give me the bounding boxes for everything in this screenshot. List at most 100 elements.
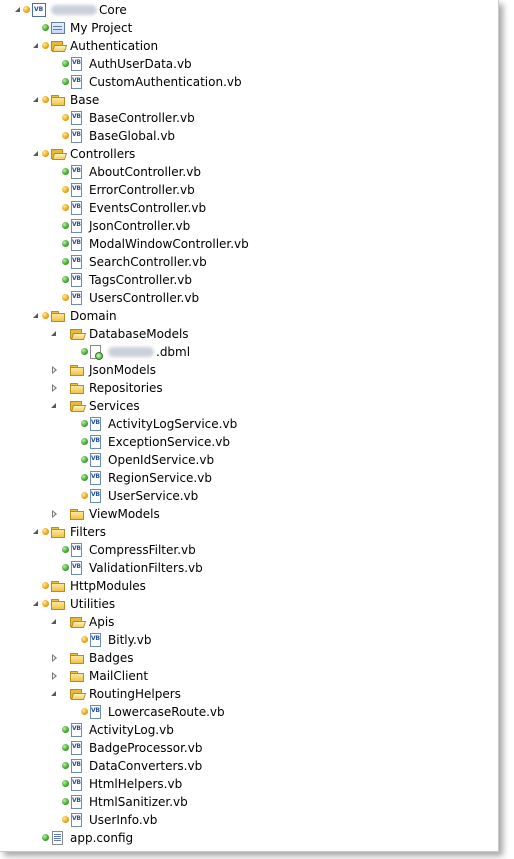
tree-item-label: Domain xyxy=(70,309,117,323)
tree-item[interactable]: TagsController.vb xyxy=(0,271,498,289)
tree-item[interactable]: UserInfo.vb xyxy=(0,811,498,829)
tree-item[interactable]: ActivityLog.vb xyxy=(0,721,498,739)
collapse-arrow-icon[interactable] xyxy=(32,37,41,55)
tree-item[interactable]: ModalWindowController.vb xyxy=(0,235,498,253)
tree-item-label: ErrorController.vb xyxy=(89,183,195,197)
checked-in-status-icon xyxy=(81,474,88,481)
vb-file-icon xyxy=(88,470,104,486)
tree-item[interactable]: RegionService.vb xyxy=(0,469,498,487)
tree-item[interactable]: app.config xyxy=(0,829,498,847)
tree-item[interactable]: My Project xyxy=(0,19,498,37)
tree-item[interactable]: BaseController.vb xyxy=(0,109,498,127)
pending-change-status-icon xyxy=(42,42,49,49)
pending-change-status-icon xyxy=(81,636,88,643)
config-file-icon xyxy=(50,830,66,846)
pending-change-status-icon xyxy=(81,708,88,715)
tree-item[interactable]: HtmlHelpers.vb xyxy=(0,775,498,793)
collapse-arrow-icon[interactable] xyxy=(32,523,41,541)
pending-change-status-icon xyxy=(62,204,69,211)
checked-in-status-icon xyxy=(62,798,69,805)
collapse-arrow-icon[interactable] xyxy=(32,91,41,109)
collapse-arrow-icon[interactable] xyxy=(32,145,41,163)
tree-item-label: EventsController.vb xyxy=(89,201,207,215)
tree-item[interactable]: Authentication xyxy=(0,37,498,55)
tree-item-label: JsonModels xyxy=(89,363,157,377)
folder-open-icon xyxy=(50,38,66,54)
tree-item[interactable]: Repositories xyxy=(0,379,498,397)
expand-arrow-icon[interactable] xyxy=(50,505,59,523)
tree-item[interactable]: BadgeProcessor.vb xyxy=(0,739,498,757)
tree-item[interactable]: ExceptionService.vb xyxy=(0,433,498,451)
tree-item-label: UserInfo.vb xyxy=(89,813,158,827)
tree-item-label: BaseController.vb xyxy=(89,111,195,125)
tree-item[interactable]: Base xyxy=(0,91,498,109)
tree-item[interactable]: JsonModels xyxy=(0,361,498,379)
expand-arrow-icon[interactable] xyxy=(50,649,59,667)
tree-item-label: Services xyxy=(89,399,140,413)
tree-item[interactable]: UsersController.vb xyxy=(0,289,498,307)
tree-item[interactable]: CompressFilter.vb xyxy=(0,541,498,559)
collapse-arrow-icon[interactable] xyxy=(50,397,59,415)
collapse-arrow-icon[interactable] xyxy=(50,325,59,343)
collapse-arrow-icon[interactable] xyxy=(50,613,59,631)
checked-in-status-icon xyxy=(81,348,88,355)
tree-item-label: Utilities xyxy=(70,597,116,611)
tree-item-label: RegionService.vb xyxy=(108,471,212,485)
tree-item[interactable]: HttpModules xyxy=(0,577,498,595)
tree-item[interactable]: OpenIdService.vb xyxy=(0,451,498,469)
vb-file-icon xyxy=(69,776,85,792)
collapse-arrow-icon[interactable] xyxy=(50,685,59,703)
tree-item[interactable]: Bitly.vb xyxy=(0,631,498,649)
tree-item[interactable]: JsonController.vb xyxy=(0,217,498,235)
tree-item[interactable]: HtmlSanitizer.vb xyxy=(0,793,498,811)
tree-item[interactable]: ActivityLogService.vb xyxy=(0,415,498,433)
tree-item[interactable]: Utilities xyxy=(0,595,498,613)
expand-arrow-icon[interactable] xyxy=(50,361,59,379)
folder-icon xyxy=(50,524,66,540)
folder-open-icon xyxy=(69,326,85,342)
folder-open-icon xyxy=(69,614,85,630)
tree-item[interactable]: Domain xyxy=(0,307,498,325)
expand-arrow-icon[interactable] xyxy=(50,667,59,685)
tree-item[interactable]: ValidationFilters.vb xyxy=(0,559,498,577)
tree-item-label: Filters xyxy=(70,525,106,539)
vb-file-icon xyxy=(69,128,85,144)
tree-item[interactable]: Controllers xyxy=(0,145,498,163)
vb-file-icon xyxy=(69,758,85,774)
tree-item[interactable]: UserService.vb xyxy=(0,487,498,505)
tree-item[interactable]: .dbml xyxy=(0,343,498,361)
tree-item[interactable]: MailClient xyxy=(0,667,498,685)
tree-item[interactable]: Filters xyxy=(0,523,498,541)
tree-item-label: My Project xyxy=(70,21,133,35)
folder-icon xyxy=(69,380,85,396)
tree-item[interactable]: Badges xyxy=(0,649,498,667)
tree-item[interactable]: ViewModels xyxy=(0,505,498,523)
tree-item[interactable]: SearchController.vb xyxy=(0,253,498,271)
tree-item[interactable]: Core xyxy=(0,1,498,19)
tree-item[interactable]: DatabaseModels xyxy=(0,325,498,343)
tree-item[interactable]: EventsController.vb xyxy=(0,199,498,217)
tree-item[interactable]: ErrorController.vb xyxy=(0,181,498,199)
tree-item[interactable]: AboutController.vb xyxy=(0,163,498,181)
pending-change-status-icon xyxy=(62,132,69,139)
tree-item[interactable]: BaseGlobal.vb xyxy=(0,127,498,145)
collapse-arrow-icon[interactable] xyxy=(32,307,41,325)
vb-file-icon xyxy=(88,416,104,432)
tree-item[interactable]: RoutingHelpers xyxy=(0,685,498,703)
tree-item[interactable]: DataConverters.vb xyxy=(0,757,498,775)
tree-item[interactable]: Services xyxy=(0,397,498,415)
vb-file-icon xyxy=(69,542,85,558)
vb-file-icon xyxy=(69,560,85,576)
checked-in-status-icon xyxy=(62,780,69,787)
tree-item[interactable]: AuthUserData.vb xyxy=(0,55,498,73)
tree-item[interactable]: CustomAuthentication.vb xyxy=(0,73,498,91)
expand-arrow-icon[interactable] xyxy=(50,379,59,397)
tree-item[interactable]: Apis xyxy=(0,613,498,631)
vb-file-icon xyxy=(69,794,85,810)
collapse-arrow-icon[interactable] xyxy=(14,1,23,19)
tree-item[interactable]: LowercaseRoute.vb xyxy=(0,703,498,721)
checked-in-status-icon xyxy=(62,564,69,571)
tree-item-label: SearchController.vb xyxy=(89,255,207,269)
collapse-arrow-icon[interactable] xyxy=(32,595,41,613)
checked-in-status-icon xyxy=(81,456,88,463)
